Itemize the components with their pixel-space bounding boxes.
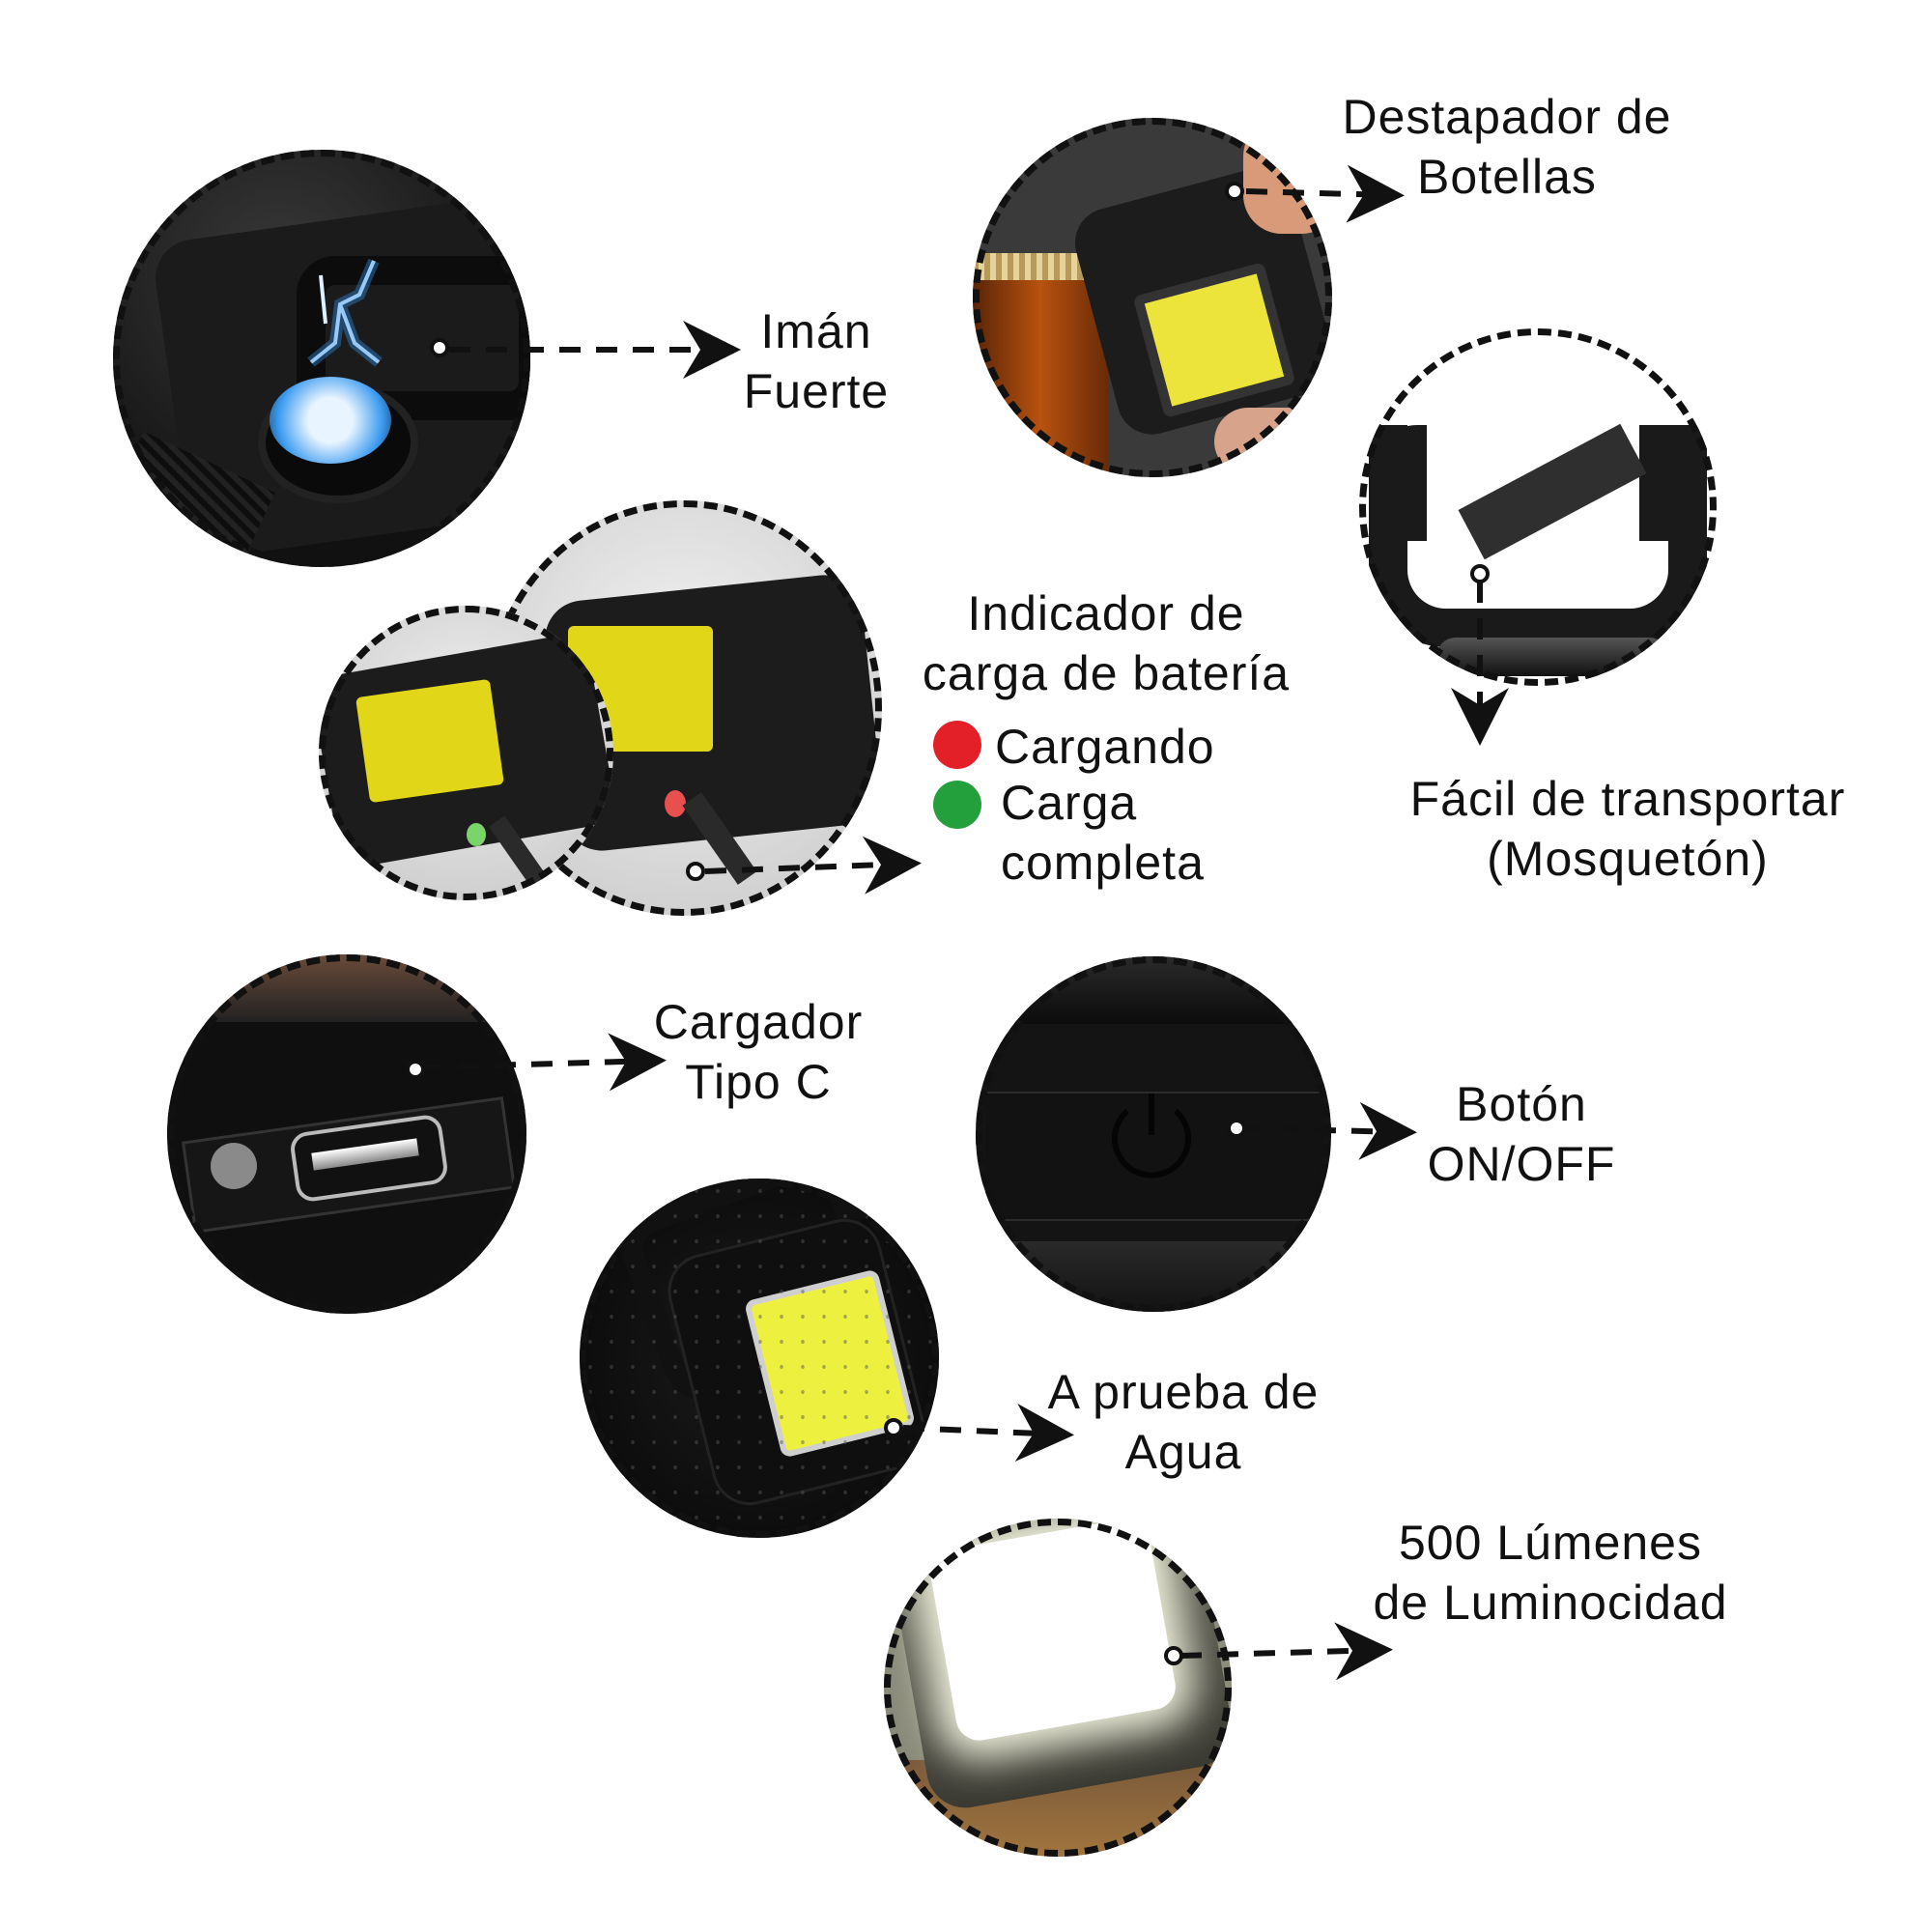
- feature-label-magnet: Imán Fuerte: [743, 304, 890, 418]
- lumens-photo: [884, 1519, 1232, 1857]
- waterproof-photo: [580, 1179, 939, 1538]
- lumens-pointer-dot: [1164, 1646, 1183, 1665]
- feature-label-carabiner: Fácil de transportar (Mosquetón): [1409, 772, 1846, 886]
- feature-label-battery-indicator: Indicador de carga de batería: [922, 586, 1291, 700]
- magnet-pointer-dot: [430, 338, 449, 357]
- green-indicator-light: [467, 823, 486, 846]
- magnet-photo: [113, 150, 530, 567]
- power-button-pointer-dot: [1227, 1119, 1246, 1138]
- power-icon: [1112, 1094, 1191, 1179]
- feature-label-bottle-opener: Destapador de Botellas: [1342, 90, 1672, 204]
- red-status-dot: [933, 721, 981, 769]
- bright-led-panel: [926, 1519, 1179, 1745]
- feature-label-lumens: 500 Lúmenes de Luminocidad: [1373, 1516, 1728, 1630]
- carabiner-pointer-dot: [1470, 564, 1490, 583]
- carabiner-photo: [1359, 328, 1717, 686]
- usb-c-port-photo: [167, 954, 526, 1314]
- green-status-dot: [933, 781, 981, 829]
- waterproof-pointer-dot: [884, 1418, 903, 1437]
- feature-label-usb-c: Cargador Tipo C: [653, 995, 864, 1109]
- power-button-photo: [976, 956, 1331, 1312]
- red-indicator-light: [665, 790, 686, 817]
- usb-c-pointer-dot: [406, 1060, 425, 1079]
- magnet-glow-icon: [270, 377, 391, 464]
- bottle-opener-pointer-dot: [1225, 182, 1244, 201]
- feature-label-power-button: Botón ON/OFF: [1427, 1077, 1616, 1191]
- legend-full-charge-label: Carga completa: [1001, 776, 1205, 890]
- battery-indicator-photo-small: [319, 606, 613, 900]
- bottle-opener-photo: [973, 118, 1332, 477]
- battery-pointer-dot: [686, 862, 705, 881]
- led-panel: [355, 678, 504, 804]
- legend-charging-label: Cargando: [995, 720, 1215, 774]
- feature-label-waterproof: A prueba de Agua: [1047, 1365, 1320, 1479]
- lightning-icon: [307, 258, 383, 367]
